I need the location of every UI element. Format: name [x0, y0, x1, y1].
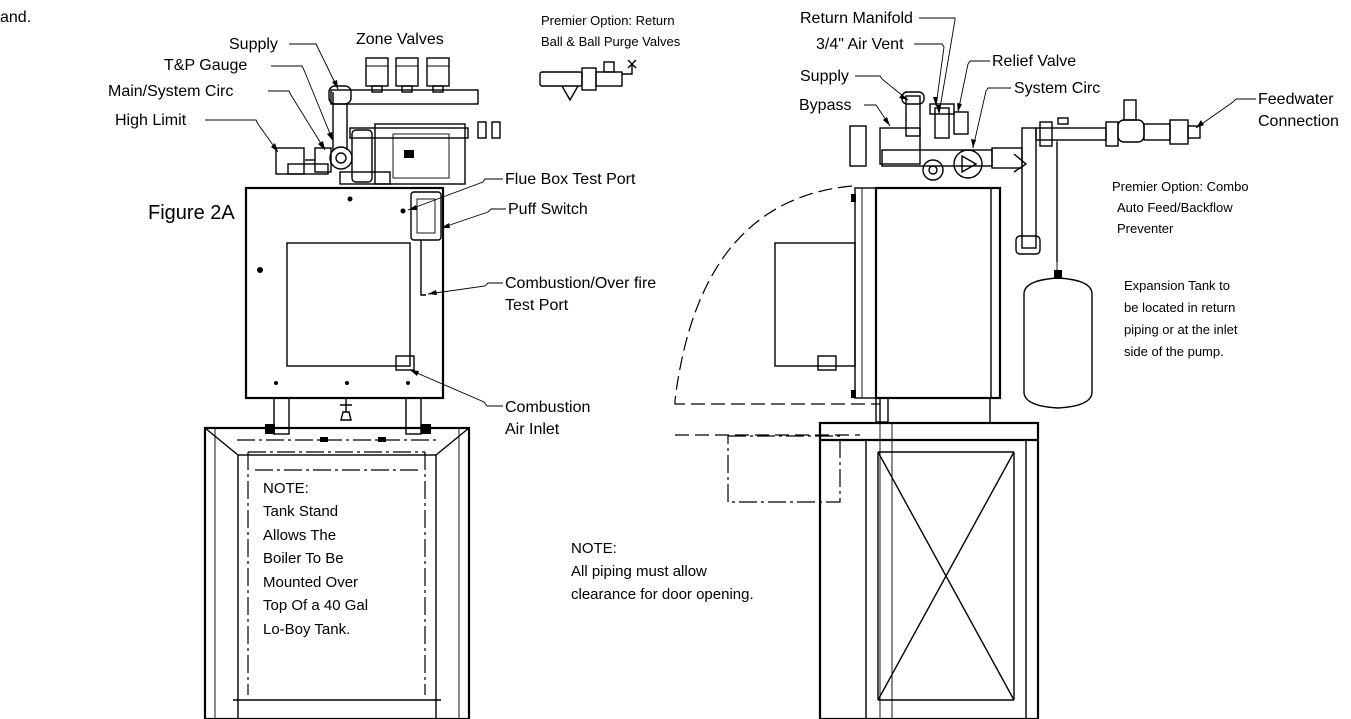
label-main-circ: Main/System Circ — [108, 83, 233, 100]
label-tp-gauge: T&P Gauge — [164, 57, 247, 74]
tank-stand-note: NOTE: Tank Stand Allows The Boiler To Be… — [263, 480, 368, 638]
svg-text:Tank Stand: Tank Stand — [263, 503, 338, 520]
label-flue-port: Flue Box Test Port — [505, 171, 636, 188]
figure-label: Figure 2A — [148, 202, 235, 224]
label-premier-combo-line1: Premier Option: Combo — [1112, 179, 1249, 194]
label-feedwater-1: Feedwater — [1258, 91, 1334, 108]
svg-text:Allows The: Allows The — [263, 527, 336, 544]
left-piping-assembly — [275, 57, 501, 185]
label-premier-combo-line3: Preventer — [1117, 221, 1174, 236]
label-system-circ: System Circ — [1014, 80, 1100, 97]
label-supply-left: Supply — [229, 36, 278, 53]
left-callouts: Supply Zone Valves T&P Gauge Main/System… — [108, 13, 681, 438]
svg-text:clearance for door opening.: clearance for door opening. — [571, 586, 754, 603]
label-expansion-line3: piping or at the inlet — [1124, 322, 1238, 337]
left-boiler-cabinet — [244, 186, 445, 400]
svg-text:NOTE:: NOTE: — [571, 540, 617, 557]
svg-text:Boiler To Be: Boiler To Be — [263, 550, 344, 567]
svg-text:NOTE:: NOTE: — [263, 480, 309, 497]
label-return-manifold: Return Manifold — [800, 10, 913, 27]
label-premier-return-line2: Ball & Ball Purge Valves — [541, 34, 681, 49]
label-bypass: Bypass — [799, 97, 851, 114]
label-high-limit: High Limit — [115, 112, 187, 129]
expansion-tank — [1023, 270, 1093, 409]
label-air-inlet-2: Air Inlet — [505, 421, 560, 438]
ball-purge-valve-drawing — [539, 59, 637, 102]
label-feedwater-2: Connection — [1258, 113, 1339, 130]
label-air-vent: 3/4" Air Vent — [816, 36, 904, 53]
right-tank-stand — [818, 397, 1040, 719]
right-piping-assembly — [849, 91, 1201, 278]
svg-text:All piping must allow: All piping must allow — [571, 563, 707, 580]
label-expansion-line2: be located in return — [1124, 300, 1235, 315]
left-tank-stand — [203, 426, 471, 719]
label-premier-return-line1: Premier Option: Return — [541, 13, 675, 28]
right-callouts: Return Manifold 3/4" Air Vent Relief Val… — [799, 10, 1339, 359]
svg-text:Lo-Boy Tank.: Lo-Boy Tank. — [263, 621, 350, 638]
header-fragment: and. — [0, 9, 31, 26]
right-boiler-cabinet — [774, 186, 1002, 423]
svg-text:Mounted Over: Mounted Over — [263, 574, 358, 591]
label-zone-valves: Zone Valves — [356, 31, 444, 48]
svg-text:Top Of a 40 Gal: Top Of a 40 Gal — [263, 597, 368, 614]
label-combustion-port-2: Test Port — [505, 297, 569, 314]
label-premier-combo-line2: Auto Feed/Backflow — [1117, 200, 1233, 215]
label-expansion-line4: side of the pump. — [1124, 344, 1224, 359]
label-air-inlet-1: Combustion — [505, 399, 590, 416]
label-puff-switch: Puff Switch — [508, 201, 588, 218]
label-combustion-port-1: Combustion/Over fire — [505, 275, 656, 292]
piping-clearance-note: NOTE: All piping must allow clearance fo… — [571, 540, 754, 603]
label-relief-valve: Relief Valve — [992, 53, 1076, 70]
label-expansion-line1: Expansion Tank to — [1124, 278, 1230, 293]
label-supply-right: Supply — [800, 68, 849, 85]
door-swing-arc — [674, 185, 880, 503]
